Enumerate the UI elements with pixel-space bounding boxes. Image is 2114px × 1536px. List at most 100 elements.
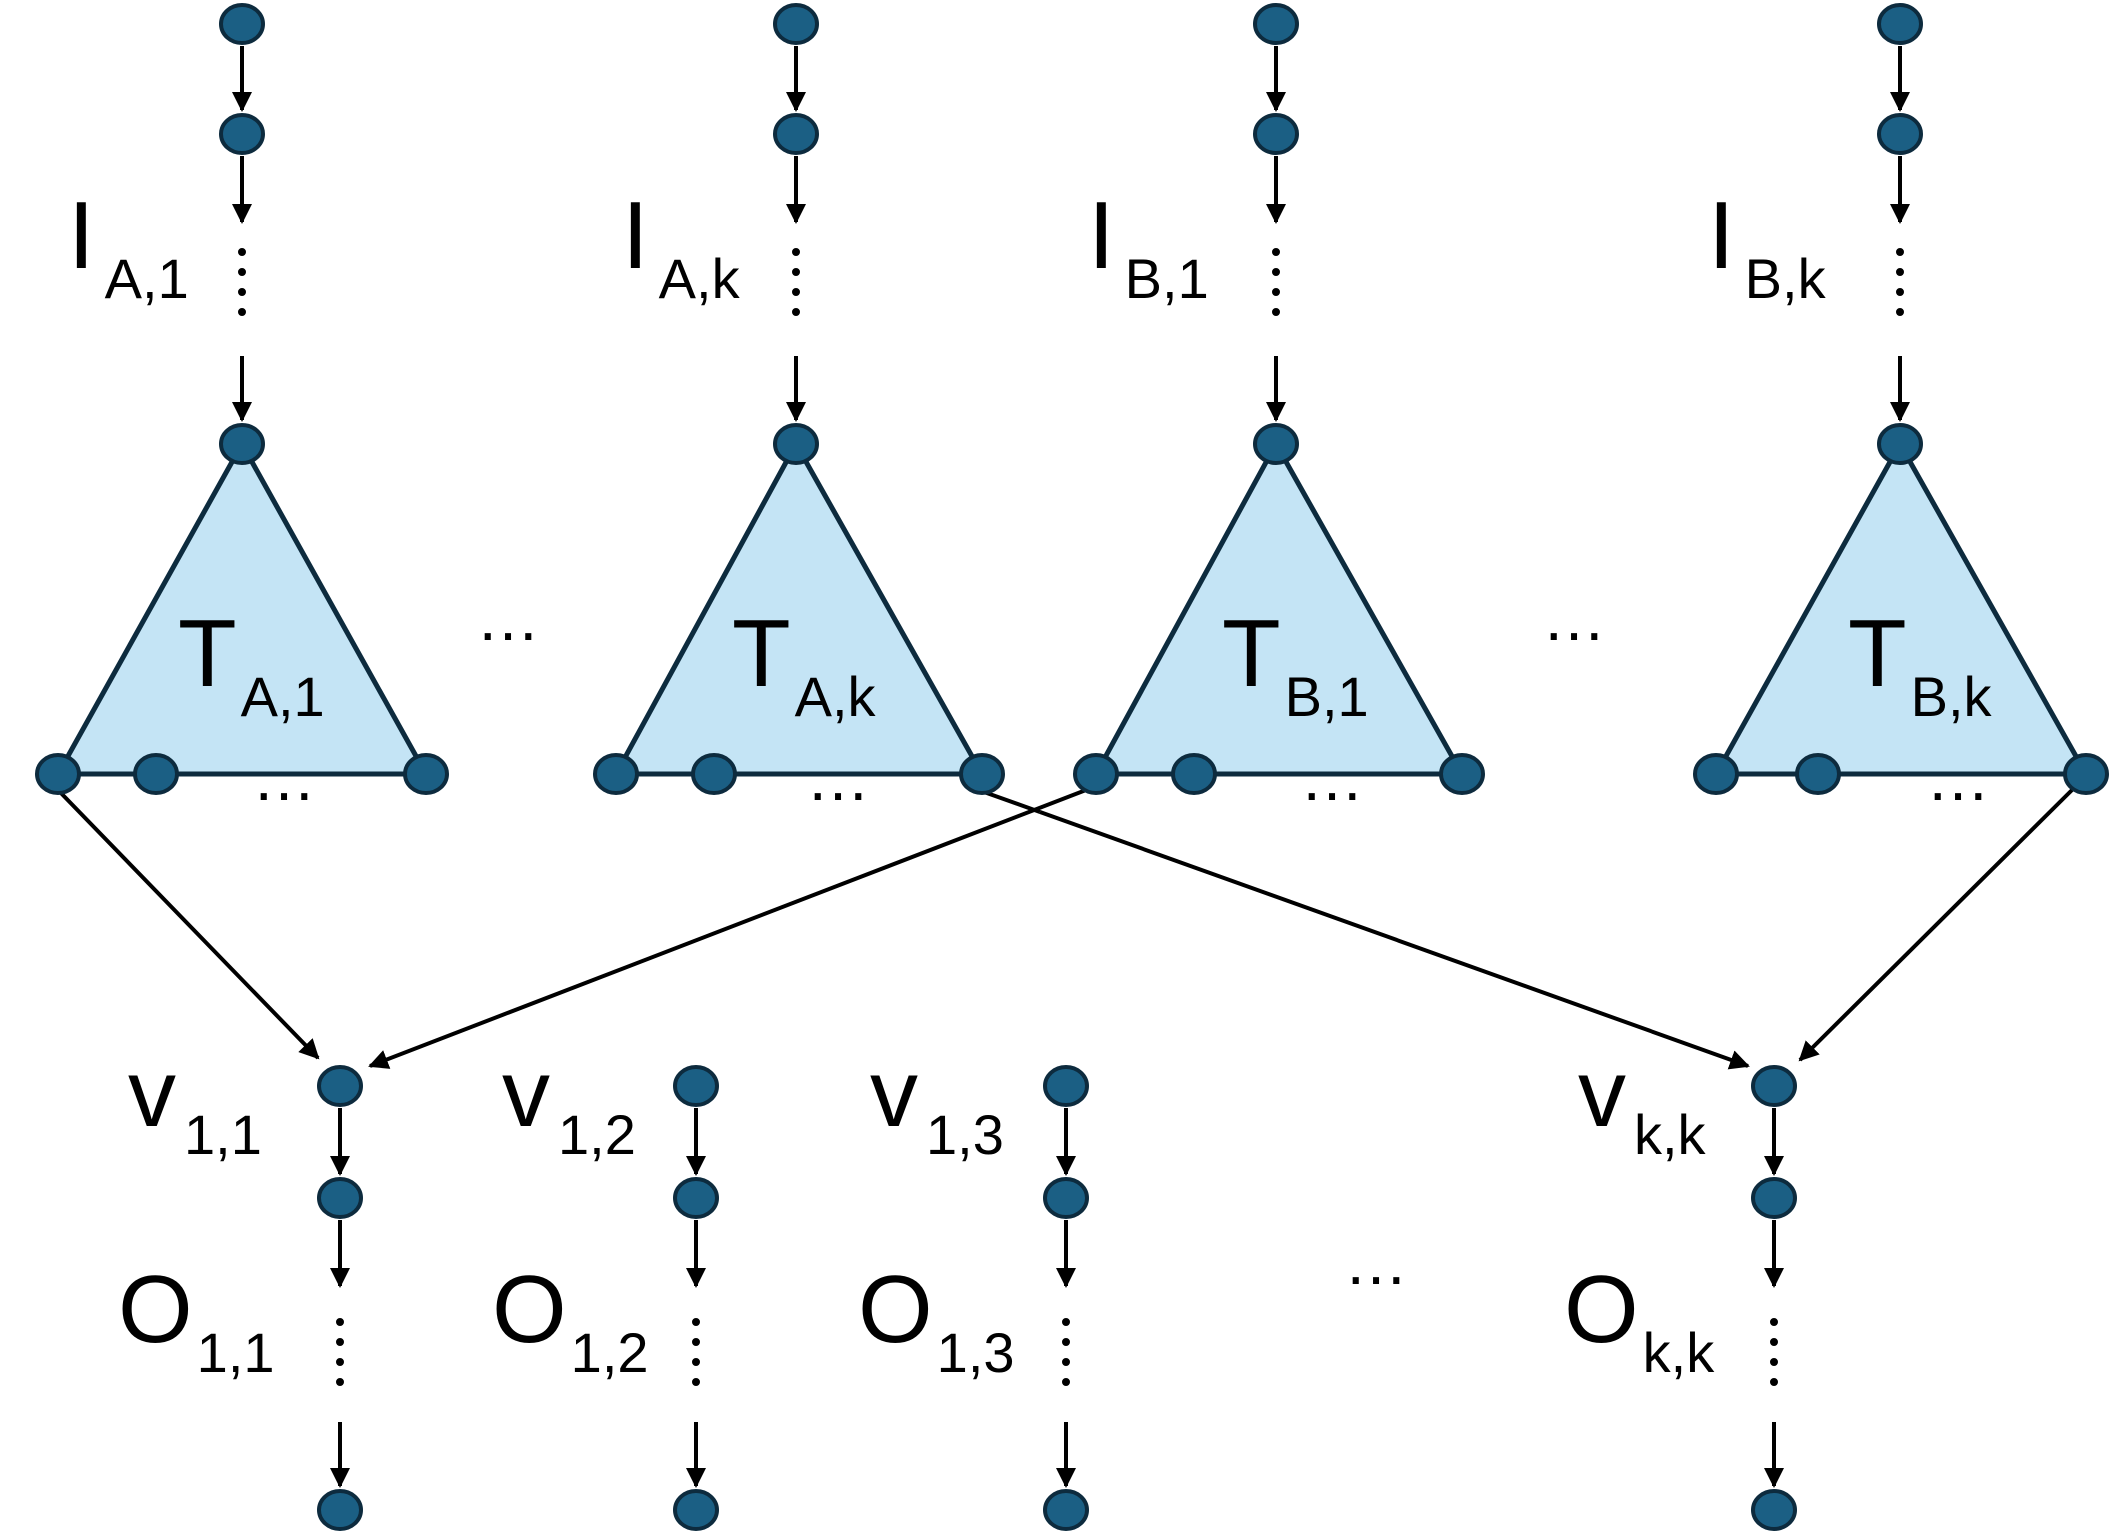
tree-triangle-b1 <box>1093 441 1465 777</box>
ellipsis-trees-a: … <box>476 582 540 654</box>
ellipsis-leaves-a1: … <box>252 742 316 814</box>
edge-tree-bk-to-vkk <box>1798 788 2074 1062</box>
tree-triangle-bk <box>1713 441 2089 777</box>
input-label-ak-main: I <box>622 182 649 289</box>
tree-root-node-a1 <box>219 423 265 465</box>
tree-label-bk-main: T <box>1848 600 1907 707</box>
vertex-node-13 <box>1043 1065 1089 1107</box>
tree-leaf-node-bk-second <box>1795 753 1841 795</box>
tree-triangle-ak <box>613 441 985 777</box>
tree-root-node-ak <box>773 423 819 465</box>
nodes-layer <box>35 3 2109 1531</box>
vertex-label-kk-sub: k,k <box>1634 1103 1707 1166</box>
ellipsis-leaves-b1: … <box>1300 742 1364 814</box>
tree-root-node-b1 <box>1253 423 1299 465</box>
edge-tree-ak-to-vkk-start <box>983 790 1041 814</box>
input-chain-bk-node-2 <box>1877 113 1923 155</box>
vertex-node-11 <box>317 1065 363 1107</box>
vertex-node-kk <box>1751 1065 1797 1107</box>
input-chain-a1-node-2 <box>219 113 265 155</box>
output-label-11: O1,1 <box>118 1256 275 1384</box>
input-chain-ak-node-1 <box>773 3 819 45</box>
input-label-b1-main: I <box>1088 182 1115 289</box>
vertex-label-12-main: v <box>502 1040 550 1147</box>
vertex-node-12 <box>673 1065 719 1107</box>
tree-leaf-node-a1-left <box>35 753 81 795</box>
output-label-11-main: O <box>118 1256 193 1363</box>
tree-label-bk: TB,k <box>1848 600 1993 728</box>
output-label-kk: Ok,k <box>1564 1256 1715 1384</box>
output-label-12-sub: 1,2 <box>571 1321 649 1384</box>
vertex-label-12-sub: 1,2 <box>558 1103 636 1166</box>
tree-label-ak: TA,k <box>732 600 877 728</box>
tree-label-a1: TA,1 <box>178 600 325 728</box>
ellipsis-outputs: … <box>1344 1226 1408 1298</box>
ellipsis-leaves-bk: … <box>1926 742 1990 814</box>
edge-tree-ak-to-vkk <box>1039 810 1750 1070</box>
vertex-label-13-main: v <box>870 1040 918 1147</box>
tree-label-ak-main: T <box>732 600 791 707</box>
tree-leaf-node-b1-left <box>1073 753 1119 795</box>
vertex-label-13-sub: 1,3 <box>926 1103 1004 1166</box>
tree-leaf-node-a1-second <box>133 753 179 795</box>
output-label-12-main: O <box>492 1256 567 1363</box>
input-label-ak-sub: A,k <box>659 247 741 310</box>
output-chain-13-node <box>1043 1177 1089 1219</box>
input-chain-a1-node-1 <box>219 3 265 45</box>
output-chain-12-node <box>673 1177 719 1219</box>
output-chain-11-node <box>317 1177 363 1219</box>
output-terminal-node-13 <box>1043 1489 1089 1531</box>
tree-label-bk-sub: B,k <box>1911 665 1993 728</box>
tree-label-b1-sub: B,1 <box>1285 665 1369 728</box>
tree-label-b1: TB,1 <box>1222 600 1369 728</box>
input-label-bk-main: I <box>1708 182 1735 289</box>
dotted-segments-layer <box>238 248 1904 1396</box>
output-label-kk-main: O <box>1564 1256 1639 1363</box>
edge-tree-a1-to-v11 <box>56 788 320 1060</box>
input-chain-ak-node-2 <box>773 113 819 155</box>
tree-label-ak-sub: A,k <box>795 665 877 728</box>
input-chain-bk-node-1 <box>1877 3 1923 45</box>
tree-leaf-node-bk-left <box>1693 753 1739 795</box>
output-label-13: O1,3 <box>858 1256 1015 1384</box>
tree-root-node-bk <box>1877 423 1923 465</box>
input-chain-b1-node-2 <box>1253 113 1299 155</box>
tree-leaf-node-b1-second <box>1171 753 1217 795</box>
input-label-bk-sub: B,k <box>1745 247 1827 310</box>
tree-leaf-node-ak-right <box>959 753 1005 795</box>
input-label-a1-main: I <box>68 182 95 289</box>
vertex-label-kk-main: v <box>1578 1040 1626 1147</box>
output-label-13-sub: 1,3 <box>937 1321 1015 1384</box>
output-label-kk-sub: k,k <box>1643 1321 1716 1384</box>
edges-layer <box>56 46 2074 1488</box>
output-terminal-node-12 <box>673 1489 719 1531</box>
tree-leaf-node-bk-right <box>2063 753 2109 795</box>
output-label-11-sub: 1,1 <box>197 1321 275 1384</box>
tree-label-a1-sub: A,1 <box>241 665 325 728</box>
ellipsis-leaves-ak: … <box>806 742 870 814</box>
tree-leaf-node-a1-right <box>403 753 449 795</box>
edge-tree-b1-to-v11 <box>368 788 1087 1069</box>
output-terminal-node-kk <box>1751 1489 1797 1531</box>
output-terminal-node-11 <box>317 1489 363 1531</box>
vertex-label-11-main: v <box>128 1040 176 1147</box>
tree-triangle-a1 <box>55 441 429 777</box>
output-chain-kk-node <box>1751 1177 1797 1219</box>
tree-leaf-node-ak-second <box>691 753 737 795</box>
tree-label-b1-main: T <box>1222 600 1281 707</box>
output-label-12: O1,2 <box>492 1256 649 1384</box>
tree-leaf-node-ak-left <box>593 753 639 795</box>
tree-leaf-node-b1-right <box>1439 753 1485 795</box>
triangles-layer <box>55 441 2089 777</box>
tree-label-a1-main: T <box>178 600 237 707</box>
input-label-b1-sub: B,1 <box>1125 247 1209 310</box>
